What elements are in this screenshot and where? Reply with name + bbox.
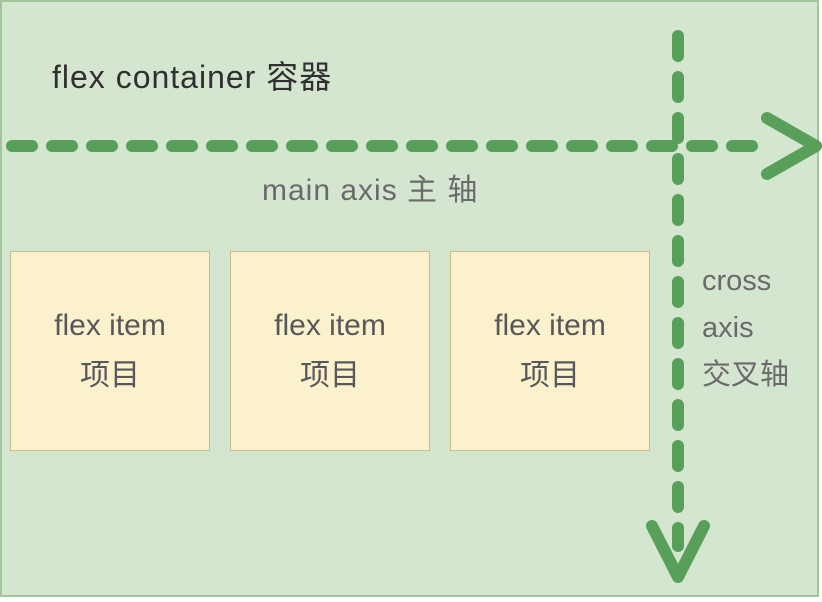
cross-axis-label: cross axis 交叉轴 <box>702 258 789 399</box>
flex-items-row: flex item 项目 flex item 项目 flex item 项目 <box>10 251 650 451</box>
flex-item-box: flex item 项目 <box>230 251 430 451</box>
flex-item-sublabel: 项目 <box>80 359 140 392</box>
flex-item-label: flex item <box>494 309 606 342</box>
flex-item-box: flex item 项目 <box>10 251 210 451</box>
flex-container-label: flex container 容器 <box>52 59 333 95</box>
cross-axis-label-line: axis <box>702 312 754 344</box>
flex-item-sublabel: 项目 <box>520 359 580 392</box>
flex-item-label: flex item <box>274 309 386 342</box>
flex-item-sublabel: 项目 <box>300 359 360 392</box>
flex-item-box: flex item 项目 <box>450 251 650 451</box>
cross-axis-label-line: cross <box>702 265 772 297</box>
cross-axis-label-line: 交叉轴 <box>702 359 790 391</box>
main-axis-label: main axis 主 轴 <box>262 174 479 207</box>
flex-item-label: flex item <box>54 309 166 342</box>
